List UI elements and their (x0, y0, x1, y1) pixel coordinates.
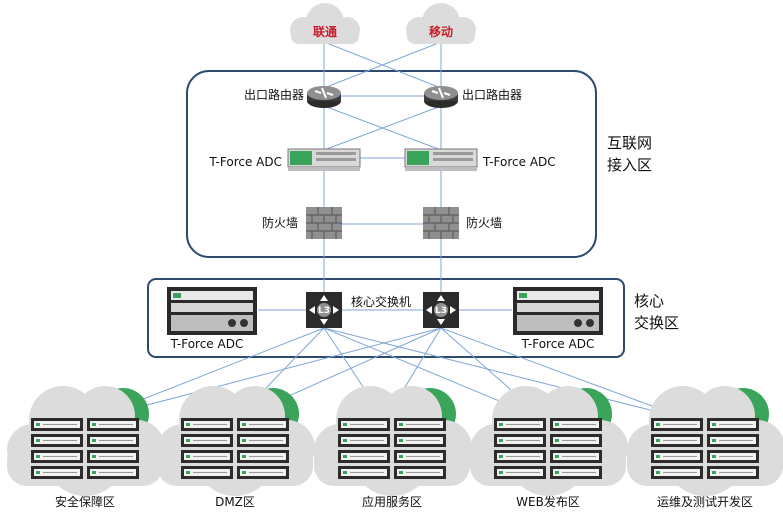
server-unit-icon (706, 449, 760, 464)
mobile-label: 移动 (429, 24, 453, 39)
server-unit-icon (650, 417, 704, 432)
server-unit-icon (650, 433, 704, 448)
server-unit-icon (549, 449, 603, 464)
mobile-cloud: 移动 (406, 3, 476, 44)
server-unit-icon (236, 465, 290, 480)
server-unit-icon (180, 417, 234, 432)
core-zone-label-line1: 核心 (634, 292, 664, 310)
adc-appliance-icon (404, 148, 478, 172)
server-unit-icon (30, 465, 84, 480)
router-icon (306, 85, 342, 109)
firewall-icon (422, 206, 460, 240)
unicom-cloud: 联通 (290, 3, 360, 44)
server-unit-icon (86, 433, 140, 448)
server-zone-label: DMZ区 (215, 495, 255, 509)
firewall-icon (305, 206, 343, 240)
server-unit-icon (86, 465, 140, 480)
server-unit-icon (337, 433, 391, 448)
server-unit-icon (549, 417, 603, 432)
core-switching-zone-frame (147, 278, 625, 358)
router-icon (423, 85, 459, 109)
server-unit-icon (493, 465, 547, 480)
access-zone-label-line1: 互联网 (607, 134, 652, 152)
server-zone-cloud: DMZ区 (157, 386, 315, 509)
server-unit-icon (180, 465, 234, 480)
server-unit-icon (86, 417, 140, 432)
server-unit-icon (30, 417, 84, 432)
server-unit-icon (549, 465, 603, 480)
server-zone-cloud: 应用服务区 (314, 386, 472, 509)
server-zone-label: 运维及测试开发区 (657, 494, 753, 509)
internet-access-zone-frame (186, 70, 597, 258)
core-adc-label-left: T-Force ADC (170, 337, 244, 351)
server-unit-icon (650, 465, 704, 480)
server-unit-icon (393, 465, 447, 480)
server-unit-icon (706, 433, 760, 448)
adc-appliance-icon (287, 148, 361, 172)
switch-badge: L3 (435, 306, 447, 316)
server-zone-label: WEB发布区 (516, 494, 580, 509)
router-label-left: 出口路由器 (244, 87, 304, 102)
server-unit-icon (393, 433, 447, 448)
core-adc-rack-icon (513, 287, 603, 335)
server-unit-icon (337, 465, 391, 480)
server-unit-icon (337, 449, 391, 464)
server-unit-icon (549, 433, 603, 448)
server-unit-icon (393, 449, 447, 464)
server-zone-cloud: 安全保障区 (7, 386, 165, 509)
firewall-label-right: 防火墙 (466, 215, 502, 230)
unicom-label: 联通 (313, 24, 337, 39)
server-zone-label: 应用服务区 (362, 494, 422, 509)
server-unit-icon (180, 449, 234, 464)
firewall-label-left: 防火墙 (262, 215, 298, 230)
network-links (89, 41, 691, 421)
core-switch-icon: L3 (423, 292, 459, 328)
server-unit-icon (236, 433, 290, 448)
server-zone-label: 安全保障区 (55, 494, 115, 509)
server-unit-icon (493, 449, 547, 464)
core-adc-label-right: T-Force ADC (521, 337, 595, 351)
server-zone-cloud: 运维及测试开发区 (627, 386, 783, 509)
server-unit-icon (493, 417, 547, 432)
core-switch-icon: L3 (306, 292, 342, 328)
core-adc-rack-icon (167, 287, 257, 335)
router-label-right: 出口路由器 (462, 87, 522, 102)
server-unit-icon (86, 449, 140, 464)
access-adc-label-left: T-Force ADC (208, 155, 282, 169)
server-unit-icon (393, 417, 447, 432)
server-zone-cloud: WEB发布区 (470, 386, 628, 509)
core-zone-label-line2: 交换区 (634, 314, 679, 332)
core-switch-label: 核心交换机 (351, 294, 411, 309)
server-unit-icon (30, 449, 84, 464)
server-unit-icon (236, 449, 290, 464)
server-unit-icon (706, 465, 760, 480)
access-adc-label-right: T-Force ADC (482, 155, 556, 169)
server-unit-icon (337, 417, 391, 432)
server-unit-icon (236, 417, 290, 432)
server-unit-icon (706, 417, 760, 432)
access-zone-label-line2: 接入区 (607, 156, 652, 174)
server-unit-icon (493, 433, 547, 448)
switch-badge: L3 (318, 306, 330, 316)
server-unit-icon (650, 449, 704, 464)
server-unit-icon (30, 433, 84, 448)
server-unit-icon (180, 433, 234, 448)
